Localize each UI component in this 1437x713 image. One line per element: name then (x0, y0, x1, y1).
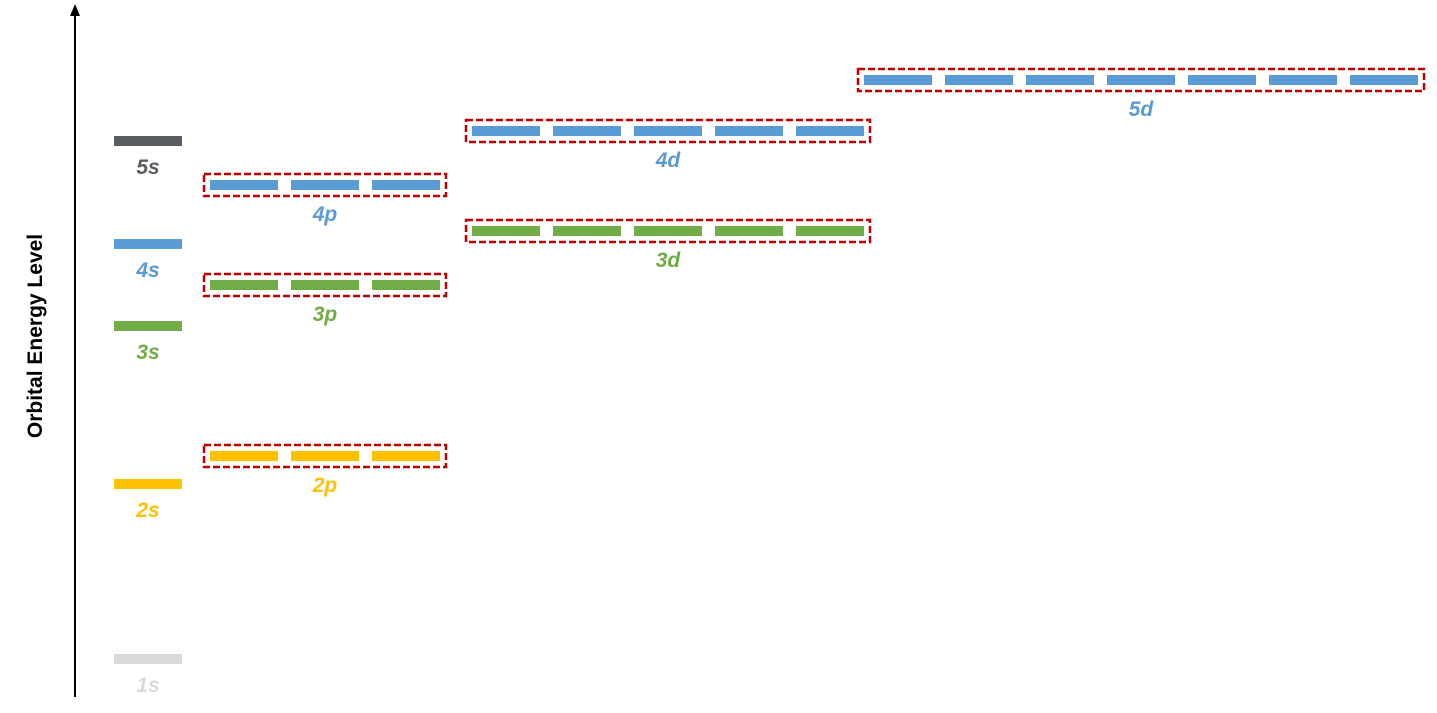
orbital-3d: 3d (464, 218, 872, 272)
orbital-3p-group-outline (202, 272, 448, 298)
orbital-3d-level-3 (634, 226, 702, 236)
orbital-4p-label: 4p (312, 203, 338, 226)
orbital-4d-level-1 (472, 126, 540, 136)
orbital-5d-level-2 (945, 75, 1013, 85)
orbital-5d-label: 5d (1129, 98, 1155, 121)
orbital-3d-group-outline (464, 218, 872, 244)
orbital-5d-level-6 (1269, 75, 1337, 85)
orbital-2s: 2s (114, 479, 182, 522)
orbital-4d: 4d (464, 118, 872, 172)
orbital-4d-level-2 (553, 126, 621, 136)
orbital-4d-level-3 (634, 126, 702, 136)
orbital-3d-level-5 (796, 226, 864, 236)
orbital-1s: 1s (114, 654, 182, 697)
orbital-3s: 3s (114, 321, 182, 364)
orbital-5d-level-3 (1026, 75, 1094, 85)
orbital-1s-level-1 (114, 654, 182, 664)
orbital-2p-level-2 (291, 451, 359, 461)
orbital-4p-group-outline (202, 172, 448, 198)
orbital-2p-group-outline (202, 443, 448, 469)
orbital-5s-level-1 (114, 136, 182, 146)
orbital-5d-level-5 (1188, 75, 1256, 85)
orbital-4d-group-outline (464, 118, 872, 144)
orbital-3s-label: 3s (136, 341, 159, 364)
orbital-4s: 4s (114, 239, 182, 282)
orbital-5d-level-4 (1107, 75, 1175, 85)
orbital-3p-level-2 (291, 280, 359, 290)
orbital-4p: 4p (202, 172, 448, 226)
orbital-4p-level-3 (372, 180, 440, 190)
orbital-2p-level-3 (372, 451, 440, 461)
orbital-3d-label: 3d (656, 249, 682, 272)
orbital-4s-level-1 (114, 239, 182, 249)
orbital-3p-level-1 (210, 280, 278, 290)
orbital-1s-label: 1s (136, 674, 159, 697)
orbital-3p: 3p (202, 272, 448, 326)
orbital-3p-label: 3p (313, 303, 338, 326)
orbital-5s: 5s (114, 136, 182, 179)
orbital-3p-level-3 (372, 280, 440, 290)
orbital-4s-label: 4s (135, 259, 159, 282)
orbital-4d-level-4 (715, 126, 783, 136)
orbitals-group: 1s 2s 3s 4s 5s 2p 3p 4p 3d 4d 5d (114, 67, 1426, 697)
orbital-4d-label: 4d (655, 149, 682, 172)
orbital-4p-level-2 (291, 180, 359, 190)
orbital-3s-level-1 (114, 321, 182, 331)
orbital-2p: 2p (202, 443, 448, 497)
orbital-5d-level-7 (1350, 75, 1418, 85)
axis-title: Orbital Energy Level (24, 234, 47, 438)
energy-axis-arrowhead (70, 4, 80, 16)
orbital-3d-level-4 (715, 226, 783, 236)
orbital-5d: 5d (856, 67, 1426, 121)
orbital-3d-level-1 (472, 226, 540, 236)
orbital-4d-level-5 (796, 126, 864, 136)
orbital-3d-level-2 (553, 226, 621, 236)
orbital-2p-level-1 (210, 451, 278, 461)
orbital-5d-level-1 (864, 75, 932, 85)
orbital-2p-label: 2p (312, 474, 338, 497)
orbital-5s-label: 5s (136, 156, 159, 179)
orbital-5d-group-outline (856, 67, 1426, 93)
orbital-2s-label: 2s (135, 499, 159, 522)
orbital-4p-level-1 (210, 180, 278, 190)
orbital-2s-level-1 (114, 479, 182, 489)
